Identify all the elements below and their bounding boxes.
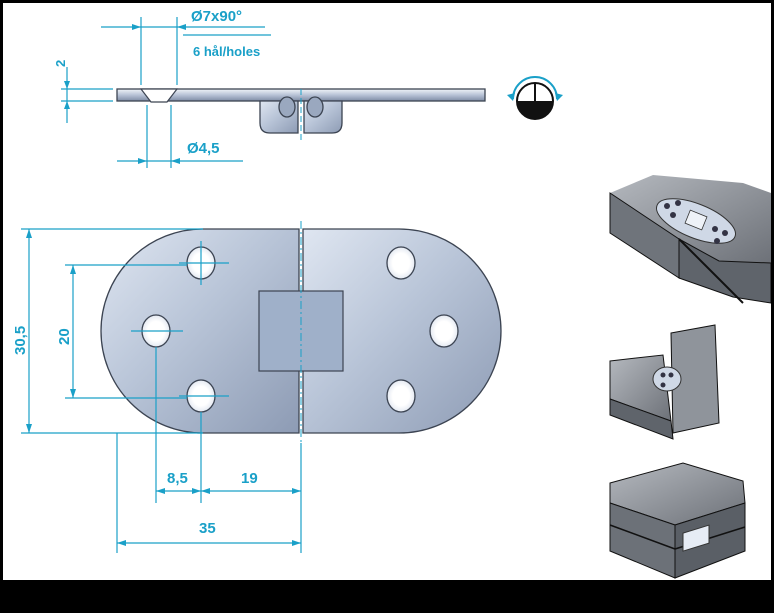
table-joint bbox=[678, 238, 744, 304]
countersink-profile bbox=[139, 88, 179, 103]
hinge-mini-closed bbox=[682, 524, 710, 552]
side-view: Ø7x90° 6 hål/holes 2 Ø4,5 bbox=[53, 8, 486, 168]
pin-left bbox=[278, 96, 296, 118]
hole bbox=[386, 379, 416, 413]
label-hole-dia: Ø4,5 bbox=[187, 140, 220, 157]
plan-view: 30,5 20 8,5 19 35 bbox=[12, 221, 502, 553]
hole bbox=[429, 314, 459, 348]
rotation-arc bbox=[512, 76, 558, 100]
pin-right bbox=[306, 96, 324, 118]
label-height: 30,5 bbox=[12, 326, 29, 355]
label-offset-b: 19 bbox=[241, 470, 258, 487]
arrow bbox=[117, 540, 126, 546]
arrow bbox=[64, 101, 70, 109]
label-hole-spacing: 20 bbox=[56, 328, 73, 345]
arrow bbox=[26, 229, 32, 238]
illustration-flat bbox=[609, 175, 771, 304]
arrow bbox=[138, 158, 147, 164]
hinge-drawing: Ø7x90° 6 hål/holes 2 Ø4,5 bbox=[12, 8, 771, 579]
label-thickness: 2 bbox=[53, 60, 68, 67]
table-leaf-vertical bbox=[670, 324, 720, 434]
arrow bbox=[292, 540, 301, 546]
rotation-symbol bbox=[507, 76, 563, 120]
arrow bbox=[292, 488, 301, 494]
arrow bbox=[132, 24, 141, 30]
arrow bbox=[26, 424, 32, 433]
arrow bbox=[555, 93, 563, 101]
arrow bbox=[192, 488, 201, 494]
label-offset-a: 8,5 bbox=[167, 470, 188, 487]
drawing-canvas: Ø7x90° 6 hål/holes 2 Ø4,5 bbox=[3, 3, 771, 580]
hinge-leaf-right bbox=[302, 228, 502, 434]
illustration-closed bbox=[609, 462, 746, 579]
illustration-folded bbox=[609, 324, 720, 440]
table-edge-folded bbox=[609, 398, 674, 440]
hinge-mini-knuckle bbox=[684, 209, 708, 231]
arrow bbox=[70, 389, 76, 398]
table-edge-right bbox=[678, 238, 771, 304]
label-countersink: Ø7x90° bbox=[191, 8, 242, 25]
arrow bbox=[64, 81, 70, 89]
arrow bbox=[201, 488, 210, 494]
label-half-length: 35 bbox=[199, 520, 216, 537]
arrow bbox=[156, 488, 165, 494]
arrow bbox=[177, 24, 186, 30]
label-holes: 6 hål/holes bbox=[193, 44, 260, 59]
arrow bbox=[70, 265, 76, 274]
hinge-leaf-left bbox=[100, 228, 300, 434]
arrow bbox=[171, 158, 180, 164]
table-side-closed bbox=[674, 502, 746, 579]
table-joint-closed bbox=[609, 524, 676, 550]
arrow bbox=[507, 93, 515, 101]
hinge-mini-folded bbox=[652, 366, 682, 392]
hole bbox=[386, 246, 416, 280]
rotation-disc-lower bbox=[517, 101, 553, 119]
